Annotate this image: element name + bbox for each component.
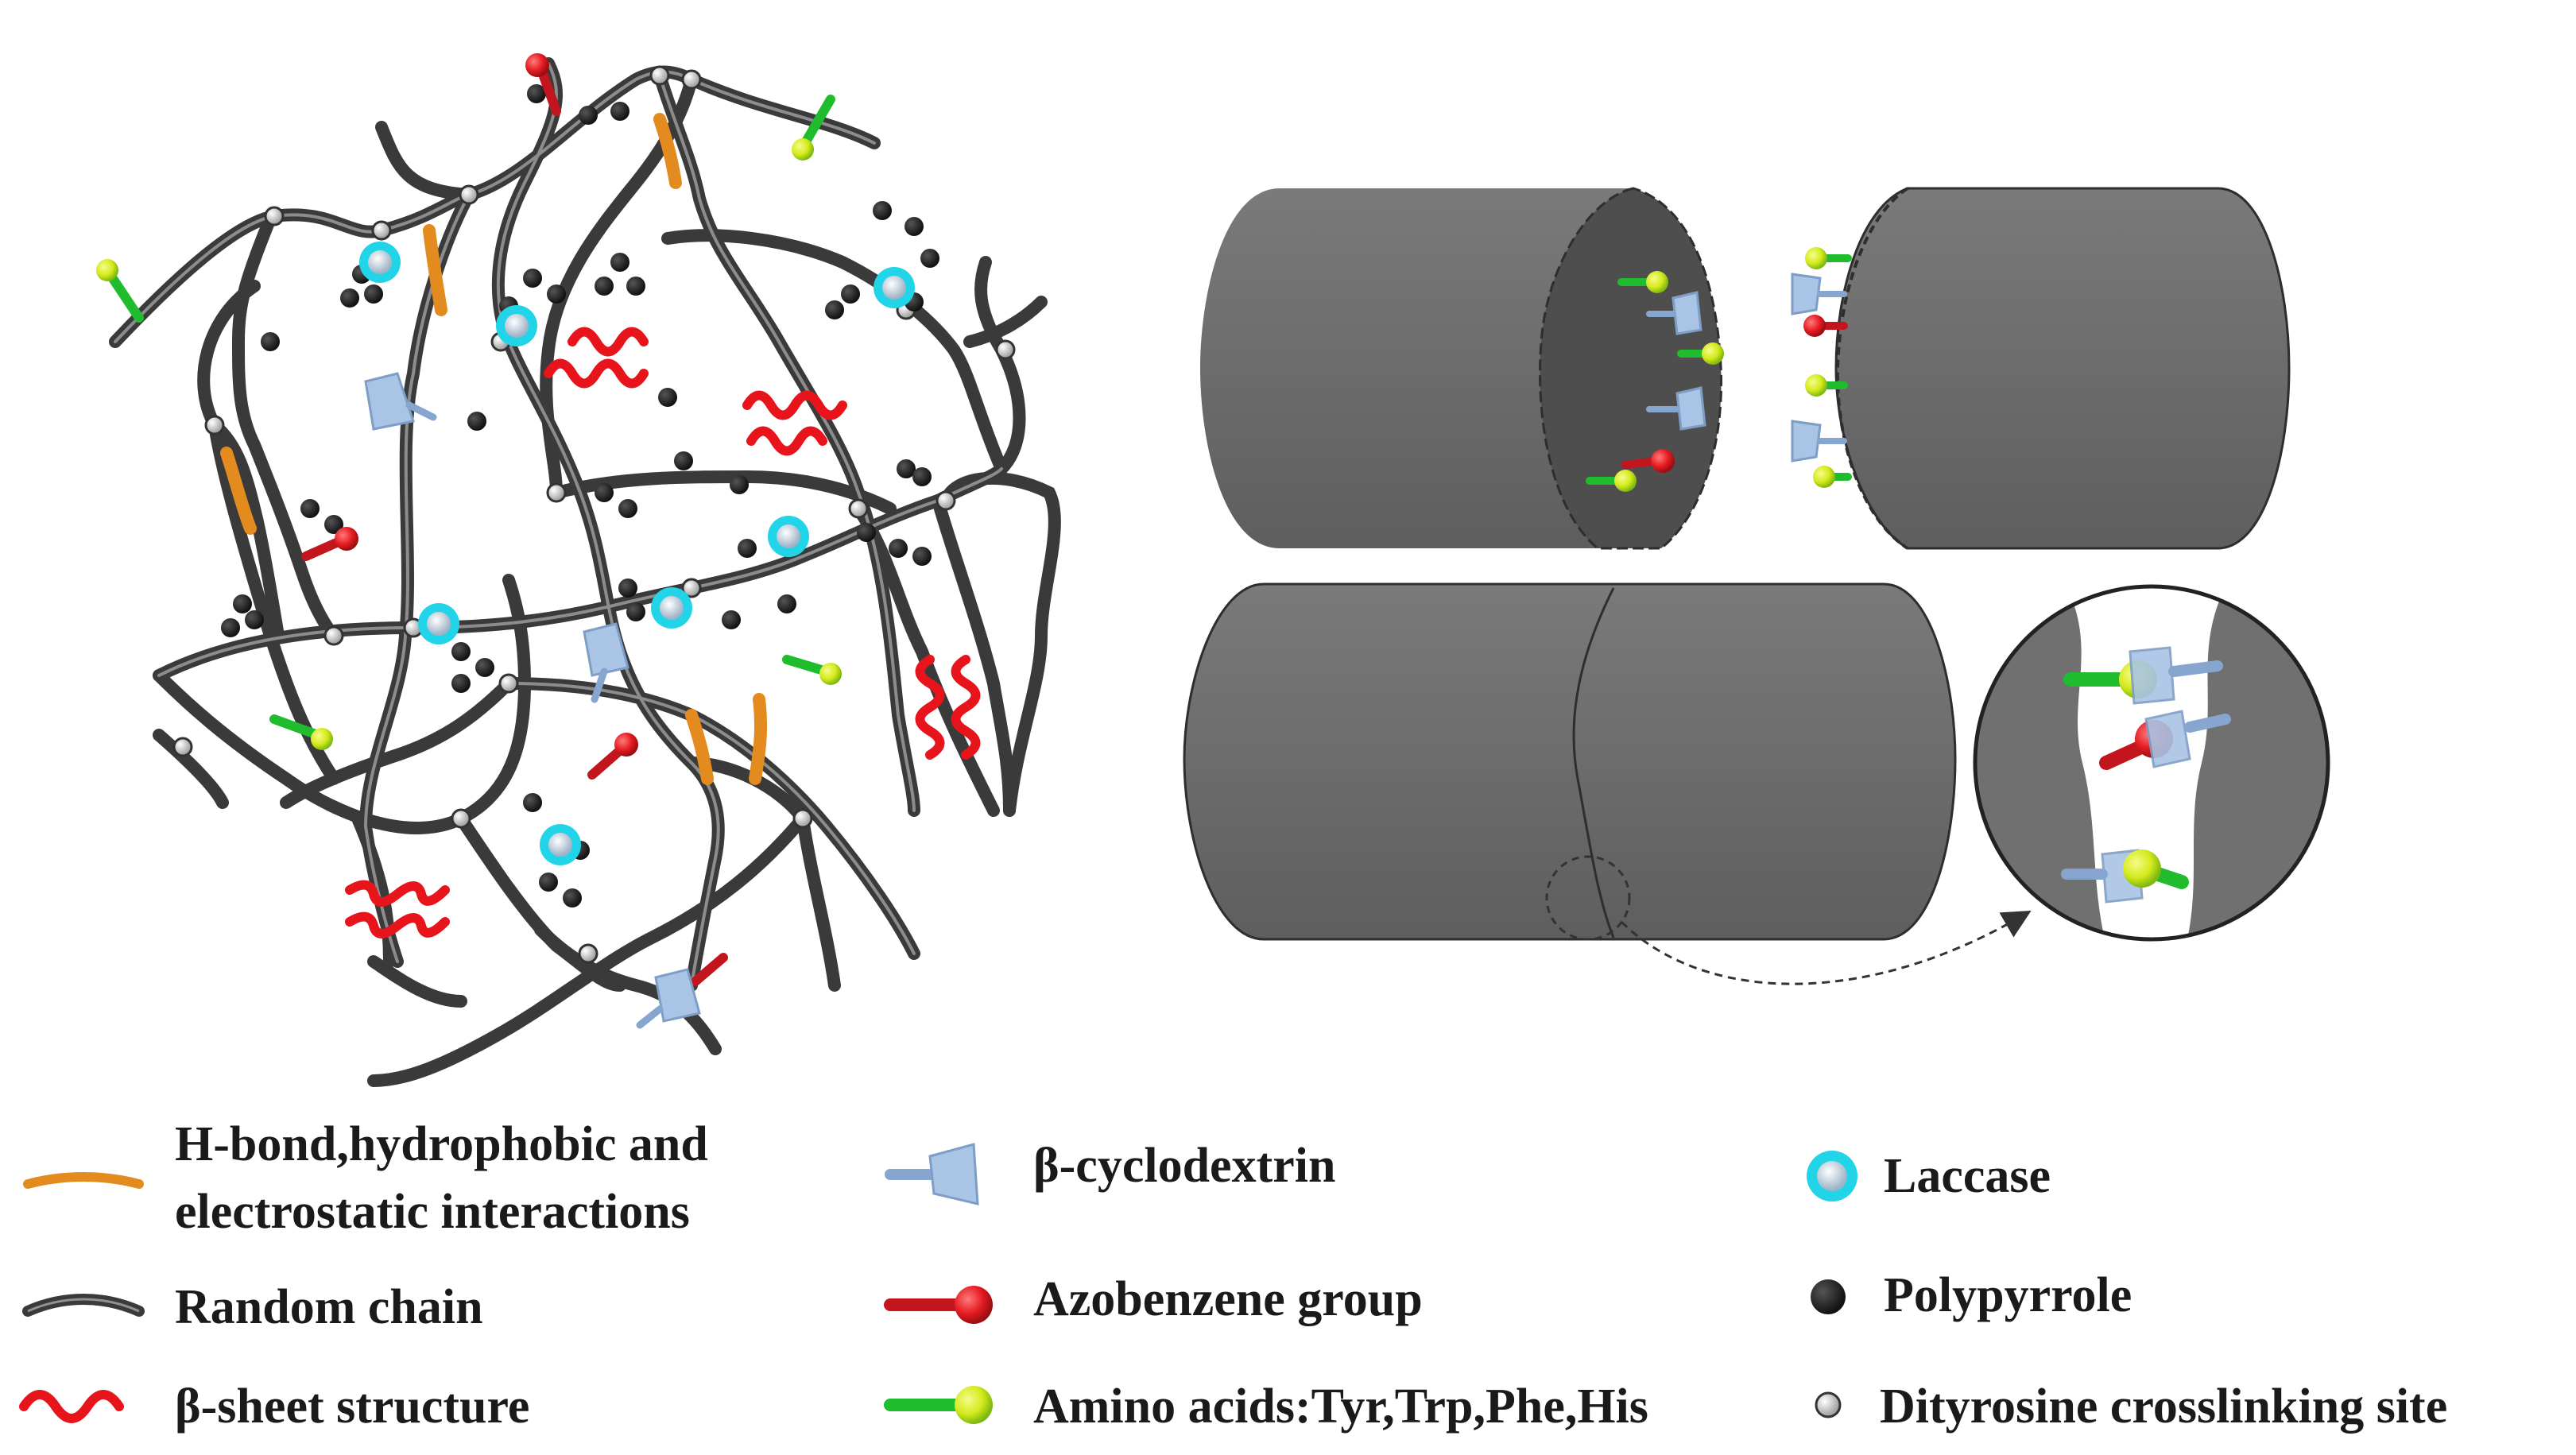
laccase-markers — [359, 242, 915, 865]
azobenzene-markers — [301, 53, 728, 986]
legend: H-bond,hydrophobic and electrostatic int… — [19, 1117, 2447, 1434]
legend-hbond-label-2: electrostatic interactions — [175, 1185, 690, 1239]
legend-random-chain-label: Random chain — [175, 1280, 483, 1334]
legend-beta-sheet: β-sheet structure — [19, 1380, 529, 1434]
legend-laccase-label: Laccase — [1884, 1149, 2051, 1203]
legend-polypyrrole-label: Polypyrrole — [1884, 1268, 2132, 1322]
polypyrrole-dots — [221, 84, 939, 907]
legend-beta-sheet-label: β-sheet structure — [175, 1380, 529, 1434]
legend-cyclodextrin: β-cyclodextrin — [885, 1139, 1335, 1205]
legend-laccase: Laccase — [1807, 1149, 2051, 1203]
legend-cyclodextrin-label: β-cyclodextrin — [1033, 1139, 1335, 1193]
legend-azobenzene-label: Azobenzene group — [1033, 1272, 1423, 1326]
legend-dityrosine: Dityrosine crosslinking site — [1815, 1380, 2447, 1434]
fracture-face-moieties — [1586, 247, 2231, 904]
legend-amino-acids: Amino acids:Tyr,Trp,Phe,His — [884, 1380, 1648, 1434]
legend-hbond: H-bond,hydrophobic and electrostatic int… — [23, 1117, 708, 1239]
legend-azobenzene: Azobenzene group — [884, 1272, 1423, 1326]
legend-hbond-label: H-bond,hydrophobic and — [175, 1117, 708, 1171]
dityrosine-nodes — [172, 65, 1016, 964]
legend-dityrosine-label: Dityrosine crosslinking site — [1880, 1380, 2447, 1434]
legend-random-chain: Random chain — [22, 1280, 483, 1334]
healing-cylinders — [1183, 187, 2330, 985]
legend-amino-acids-label: Amino acids:Tyr,Trp,Phe,His — [1033, 1380, 1648, 1434]
cyclodextrin-markers — [364, 372, 701, 1029]
fracture-face-left — [1539, 187, 1723, 550]
amino-acid-markers — [96, 95, 842, 750]
polymer-network — [109, 57, 1061, 1087]
legend-polypyrrole: Polypyrrole — [1811, 1268, 2132, 1322]
